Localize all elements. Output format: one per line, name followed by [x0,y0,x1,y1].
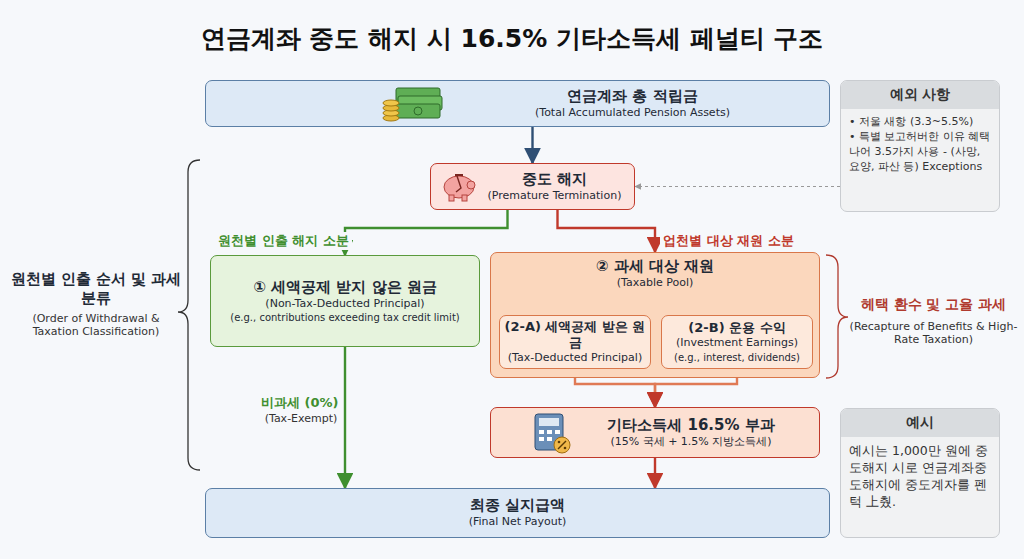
node-text: (Total Accumulated Pension Assets) [456,106,809,120]
node-heading: 예외 사항 [841,81,999,109]
node-heading: 중도 해지 [483,170,626,189]
node-text: (e.g., interest, dividends) [666,351,808,364]
left-brace [178,160,200,470]
process-box: 최종 실지급액(Final Net Payout) [205,488,830,538]
node-heading: 최종 실지급액 [226,496,809,515]
node-text: 예시는 1,000만 원에 중도해지 시로 연금계좌중도해지에 중도계자를 펜턱… [841,443,999,511]
process-box: ① 세액공제 받지 않은 원금(Non-Tax-Deducted Princip… [210,255,480,347]
calculator-icon [532,412,572,454]
process-box: ② 과세 대상 재원(Taxable Pool) (2-A) 세액공제 받은 원금… [490,252,820,378]
node-text: (Non-Tax-Deducted Principal) [219,297,471,311]
node-heading: (2-B) 운용 수익 [666,320,808,336]
flow-connector [345,210,508,255]
node-heading: ① 세액공제 받지 않은 원금 [219,278,471,297]
node-heading: 연금계좌 총 적립금 [456,87,809,106]
node-heading: 예시 [841,409,999,437]
node-text: (Final Net Payout) [226,515,809,529]
annotation-label: 헤택 환수 및 고율 과세 [846,296,1021,314]
edge-label: 업천별 대상 재원 소분 [660,232,797,250]
node-text: (Investment Earnings) [666,336,808,350]
node-text: • 특별 보고허버한 이유 혜택 나어 3.5가지 사용 - (사망, 요양, … [841,130,999,175]
annotation-label: 원천별 인출 순서 및 과세 분류 [10,270,182,308]
node-text: (Tax-Deducted Principal) [504,351,646,365]
node-text: (Taxable Pool) [499,276,811,290]
node-text: (15% 국세 + 1.5% 지방소득세) [571,435,811,449]
flow-connector [635,186,840,187]
edge-label: 원천별 인출 해지 소분 [215,232,352,250]
annotation-label: (Tax-Exempt) [262,412,340,425]
flow-connector [531,127,533,163]
node-text: (e.g., contributions exceeding tax credi… [219,311,471,324]
node-heading: ② 과세 대상 재원 [499,257,811,276]
node-heading: (2-A) 세액공제 받은 원금 [504,319,646,352]
process-box: 연금계좌 총 적립금(Total Accumulated Pension Ass… [205,80,830,127]
node-heading: 기타소득세 16.5% 부과 [571,416,811,435]
flow-connector [558,210,656,252]
edge-label: 비과세 (0%) [258,394,341,412]
diagram-title: 연금계좌 중도 해지 시 16.5% 기타소득세 페널티 구조 [0,22,1024,55]
piggy-bank-icon [438,168,480,204]
right-brace [826,255,848,378]
process-box: (2-B) 운용 수익(Investment Earnings)(e.g., i… [661,315,813,369]
flow-connector [654,458,656,488]
annotation-label: (Order of Withdrawal & Taxation Classifi… [10,312,182,338]
node-text: (Premature Termination) [483,189,626,203]
process-box: (2-A) 세액공제 받은 원금(Tax-Deducted Principal) [499,315,651,369]
note-panel: 예외 사항 • 저울 새항 (3.3~5.5%)• 특별 보고허버한 이유 혜택 … [840,80,1000,212]
node-text: • 저울 새항 (3.3~5.5%) [841,115,999,130]
note-panel: 예시예시는 1,000만 원에 중도해지 시로 연금계좌중도해지에 중도계자를 … [840,408,1000,538]
money-icon [382,84,444,124]
flow-connector [344,347,346,488]
annotation-label: (Recapture of Benefits & High-Rate Taxat… [846,320,1021,346]
